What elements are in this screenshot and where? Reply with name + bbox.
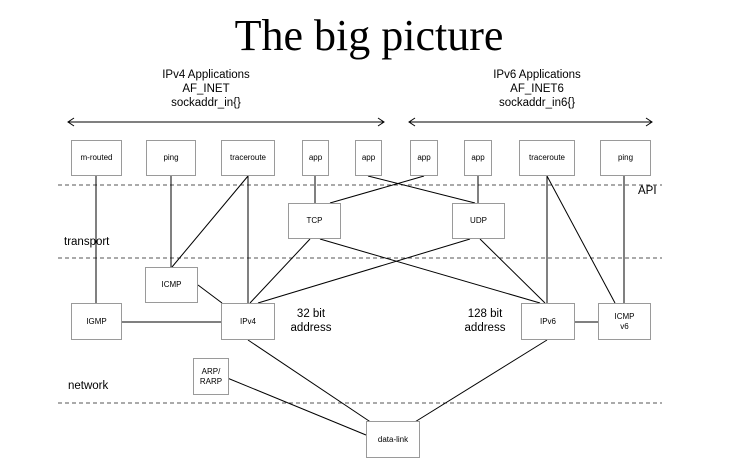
- udp-box: UDP: [452, 203, 505, 239]
- traceroute-v6-label: traceroute: [528, 153, 566, 162]
- link-ipv6-datalink: [409, 339, 548, 426]
- link-ipv4-datalink: [247, 339, 376, 426]
- ipv6-apps-arrow: [408, 117, 653, 127]
- link-tcp-ipv6: [319, 238, 541, 304]
- ipv6-apps-family: AF_INET6: [510, 83, 564, 95]
- traceroute-v4-label: traceroute: [229, 153, 267, 162]
- link-icmp-ipv4: [197, 284, 223, 304]
- ipv4-apps-arrow: [67, 117, 385, 127]
- link-app3-tcp: [329, 175, 425, 204]
- ping-v4-box: ping: [146, 140, 196, 176]
- ipv6-box: IPv6: [521, 303, 575, 340]
- ipv4-address-word: address: [290, 322, 332, 334]
- ping-v6-box: ping: [600, 140, 651, 176]
- ipv6-address-bits: 128 bit: [467, 308, 503, 320]
- link-udp-ipv4: [257, 238, 471, 304]
- ipv4-box: IPv4: [221, 303, 275, 340]
- app-box-4: app: [464, 140, 492, 176]
- icmpv6-label-line1: ICMP: [614, 311, 635, 321]
- udp-label: UDP: [470, 216, 487, 225]
- api-layer-label: API: [638, 185, 657, 197]
- ipv4-address-label: 32 bit address: [286, 307, 336, 335]
- app-label-1: app: [308, 153, 323, 162]
- app-label-4: app: [471, 153, 485, 162]
- app-box-2: app: [355, 140, 382, 176]
- icmpv6-label-line2: v6: [620, 321, 629, 331]
- igmp-label: IGMP: [86, 316, 107, 326]
- arp-label-line2: RARP: [199, 376, 223, 386]
- tcp-box: TCP: [288, 203, 341, 239]
- traceroute-v4-box: traceroute: [221, 140, 275, 176]
- arp-rarp-box: ARP/ RARP: [193, 358, 229, 395]
- ipv6-address-word: address: [464, 322, 506, 334]
- igmp-box: IGMP: [71, 303, 122, 340]
- ping-v6-label: ping: [617, 153, 634, 162]
- ipv6-apps-title: IPv6 Applications: [493, 69, 581, 81]
- link-traceroute6-icmpv6: [546, 175, 616, 304]
- transport-layer-label: transport: [64, 236, 110, 248]
- ipv4-address-bits: 32 bit: [296, 308, 326, 320]
- app-label-3: app: [417, 153, 431, 162]
- ipv4-apps-sockaddr: sockaddr_in{}: [171, 97, 241, 109]
- ipv6-label: IPv6: [539, 316, 556, 326]
- app-box-3: app: [410, 140, 438, 176]
- page-title: The big picture: [234, 11, 504, 60]
- link-app2-udp: [367, 175, 476, 204]
- ipv4-apps-family: AF_INET: [182, 83, 230, 95]
- ipv6-applications-label: IPv6 Applications AF_INET6 sockaddr_in6{…: [437, 68, 637, 110]
- tcp-label: TCP: [306, 216, 323, 225]
- m-routed-box: m-routed: [71, 140, 122, 176]
- m-routed-label: m-routed: [80, 153, 113, 162]
- icmp-label: ICMP: [161, 280, 182, 289]
- network-layer-label: network: [68, 380, 109, 392]
- link-tcp-ipv4: [249, 238, 311, 304]
- link-arp-datalink: [219, 374, 367, 436]
- icmp-box: ICMP: [145, 267, 198, 303]
- ipv4-apps-title: IPv4 Applications: [162, 69, 250, 81]
- ipv4-applications-label: IPv4 Applications AF_INET sockaddr_in{}: [106, 68, 306, 110]
- data-link-box: data-link: [366, 421, 420, 458]
- link-udp-ipv6: [479, 238, 546, 304]
- icmpv6-box: ICMP v6: [598, 303, 651, 340]
- arp-label-line1: ARP/: [201, 366, 221, 376]
- traceroute-v6-box: traceroute: [519, 140, 575, 176]
- ipv4-label: IPv4: [239, 316, 256, 326]
- ipv6-address-label: 128 bit address: [458, 307, 512, 335]
- ping-v4-label: ping: [163, 153, 179, 162]
- data-link-label: data-link: [377, 434, 409, 444]
- link-traceroute4-icmp: [171, 175, 249, 268]
- ipv6-apps-sockaddr: sockaddr_in6{}: [498, 97, 576, 109]
- app-box-1: app: [302, 140, 329, 176]
- app-label-2: app: [361, 153, 376, 162]
